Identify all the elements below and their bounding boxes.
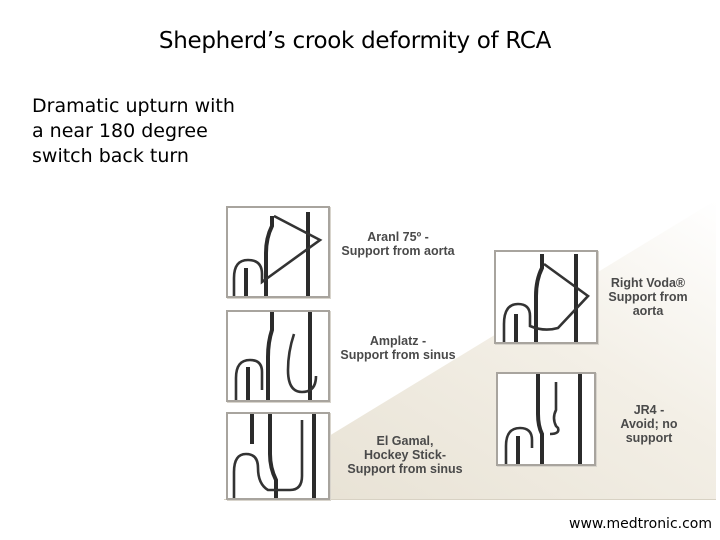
source-footer: www.medtronic.com <box>569 516 712 532</box>
label-line: El Gamal, <box>376 434 434 448</box>
catheter-panel-jr4 <box>496 372 596 466</box>
label-aranl: Aranl 75º - Support from aorta <box>330 230 466 258</box>
label-line: Support from sinus <box>340 348 456 362</box>
bullet-line: a near 180 degree <box>32 120 208 142</box>
label-line: Avoid; no <box>620 417 678 431</box>
catheter-panel-amplatz <box>226 310 330 402</box>
label-line: Right Voda® <box>610 276 686 290</box>
aranl-catheter-drawing <box>232 212 323 296</box>
slide-title: Shepherd’s crook deformity of RCA <box>158 28 552 54</box>
right-voda-catheter-drawing <box>502 254 590 342</box>
label-line: Aranl 75º - <box>367 230 429 244</box>
label-line: JR4 - <box>633 403 665 417</box>
catheter-panel-aranl <box>226 206 330 298</box>
label-line: Support from sinus <box>347 462 463 476</box>
label-line: support <box>625 431 673 445</box>
label-line: Support from aorta <box>341 244 455 258</box>
bullet-line: Dramatic upturn with <box>32 95 235 117</box>
label-amplatz: Amplatz - Support from sinus <box>330 334 466 362</box>
label-line: aorta <box>632 304 664 318</box>
amplatz-catheter-drawing <box>234 312 318 400</box>
label-el-gamal: El Gamal, Hockey Stick- Support from sin… <box>330 434 480 476</box>
catheter-figure: Aranl 75º - Support from aorta Amplatz -… <box>218 200 716 500</box>
label-line: Amplatz - <box>369 334 427 348</box>
bullet-text: Dramatic upturn with a near 180 degree s… <box>32 94 272 169</box>
el-gamal-catheter-drawing <box>232 414 316 498</box>
catheter-panel-el-gamal <box>226 412 330 500</box>
label-line: Support from <box>608 290 688 304</box>
label-line: Hockey Stick- <box>364 448 446 462</box>
bullet-line: switch back turn <box>32 145 189 167</box>
label-jr4: JR4 - Avoid; no support <box>604 403 694 445</box>
label-right-voda: Right Voda® Support from aorta <box>598 276 698 318</box>
jr4-catheter-drawing <box>504 374 582 464</box>
catheter-panel-right-voda <box>494 250 598 344</box>
